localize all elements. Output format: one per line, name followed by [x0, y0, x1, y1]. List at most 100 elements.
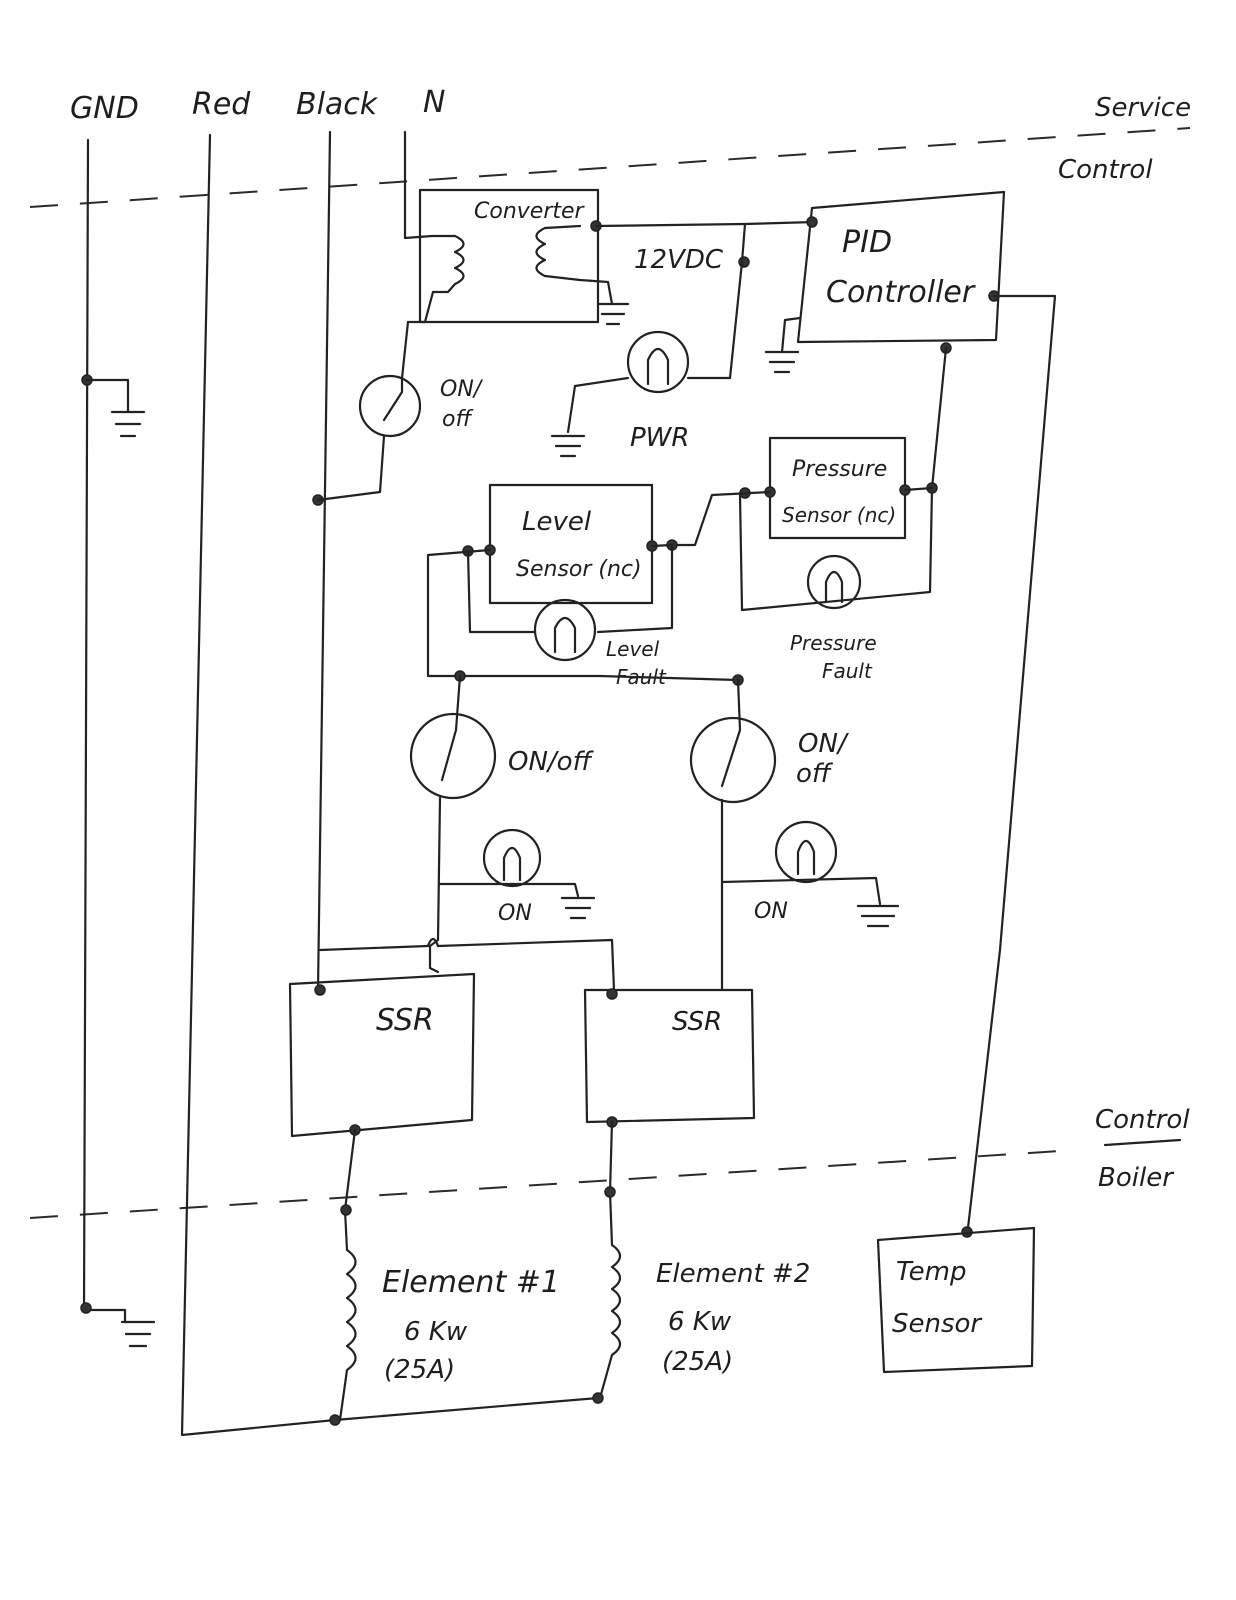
- pwr-lamp: [626, 330, 690, 394]
- converter-primary-coil: [430, 234, 465, 294]
- zone-control-bottom-label: Control: [1095, 1105, 1190, 1135]
- element1-on-lamp-filament: [502, 846, 522, 882]
- element1-bottom-terminal: [329, 1414, 341, 1426]
- neutral-wire: [403, 130, 434, 240]
- level-fault-lamp: [533, 598, 597, 662]
- element2-lamp-wire: [720, 876, 882, 906]
- element2-label-line3: (25A): [662, 1347, 733, 1377]
- converter-box: [418, 188, 600, 324]
- element1-on-lamp: [482, 828, 542, 888]
- level-fault-label-line1: Level: [606, 637, 660, 661]
- element1-label-line3: (25A): [384, 1355, 455, 1385]
- gnd-earth-lower: [120, 1320, 156, 1348]
- pwr-lamp-to-earth-wire: [566, 376, 630, 434]
- neutral-label: N: [423, 85, 445, 120]
- element2-label-line2: 6 Kw: [668, 1307, 732, 1337]
- gnd-junction-lower: [80, 1302, 92, 1314]
- pressure-to-level-wire: [670, 490, 772, 547]
- pid-output-wire: [738, 346, 948, 612]
- level-fault-bypass-wire: [466, 549, 537, 634]
- ssr1-box: [288, 972, 476, 1138]
- converter-secondary-earth: [596, 302, 630, 326]
- element2-label-line1: Element #2: [656, 1259, 810, 1289]
- level-sensor-label-line1: Level: [522, 507, 592, 537]
- element1-label-line2: 6 Kw: [404, 1317, 468, 1347]
- pressure-sensor-label-line1: Pressure: [792, 457, 887, 482]
- level-left-wire: [426, 548, 492, 678]
- element2-lamp-earth: [856, 904, 900, 928]
- pressure-fault-label-line2: Fault: [822, 659, 873, 683]
- zone-control-top-label: Control: [1058, 155, 1153, 185]
- wire-crossover-hop: [426, 937, 440, 948]
- dc-label: 12VDC: [634, 245, 724, 275]
- temp-sensor-box: [876, 1226, 1036, 1374]
- element2-on-lamp: [774, 820, 838, 884]
- red-wire: [180, 133, 600, 1437]
- zone-boiler-label: Boiler: [1098, 1163, 1175, 1193]
- element2-switch-label-on: ON/: [798, 729, 850, 759]
- main-power-switch[interactable]: [358, 374, 422, 438]
- dc-to-pwr-lamp-wire: [686, 222, 747, 380]
- pid-earth: [764, 316, 802, 374]
- zone-service-label: Service: [1095, 93, 1191, 123]
- element1-on-lamp-label: ON: [498, 901, 532, 926]
- black-label: Black: [296, 87, 379, 122]
- pressure-fault-filament: [824, 570, 844, 604]
- level-fault-filament: [553, 616, 577, 654]
- temp-sensor-label-line1: Temp: [896, 1257, 967, 1287]
- converter-secondary-coil: [535, 224, 614, 306]
- pid-power-terminal: [806, 216, 818, 228]
- main-switch-label-off: off: [442, 407, 473, 432]
- temp-sensor-label-line2: Sensor: [892, 1309, 983, 1339]
- element1-lamp-earth: [560, 896, 596, 920]
- ssr2-label: SSR: [672, 1007, 722, 1037]
- element2-switch-label-off: off: [796, 759, 834, 789]
- control-boiler-divider-tick: [1103, 1138, 1182, 1147]
- pressure-sensor-label-line2: Sensor (nc): [782, 503, 896, 527]
- ssr2-box: [583, 988, 756, 1124]
- pressure-fault-lamp: [806, 554, 862, 610]
- element2-on-lamp-filament: [796, 839, 816, 876]
- element2-switch-lever: [720, 678, 742, 992]
- element2-switch[interactable]: [689, 716, 777, 804]
- element1-label-line1: Element #1: [382, 1265, 560, 1300]
- main-switch-lever: [316, 376, 404, 502]
- level-sensor-box: [488, 483, 654, 605]
- dc-bus-wire: [594, 220, 817, 228]
- pwr-lamp-label: PWR: [630, 423, 689, 453]
- pressure-right-wire: [903, 486, 934, 492]
- converter-to-main-switch-wire: [400, 290, 435, 380]
- ssr2-input-terminal: [606, 988, 618, 1000]
- pid-label-line2: Controller: [826, 275, 976, 310]
- pressure-fault-label-line1: Pressure: [790, 631, 877, 655]
- ssr1-label: SSR: [376, 1003, 434, 1038]
- black-wire: [316, 130, 332, 992]
- element1-top-terminal: [340, 1204, 352, 1216]
- main-switch-label-on: ON/: [440, 377, 484, 402]
- gnd-label: GND: [70, 91, 139, 126]
- control-boiler-boundary: [29, 1149, 1076, 1219]
- level-sensor-label-line2: Sensor (nc): [516, 557, 642, 582]
- black-to-ssr2-wire: [318, 938, 616, 992]
- element1-wire: [338, 1128, 357, 1422]
- element1-switch[interactable]: [409, 712, 497, 800]
- black-junction-ssr1: [314, 984, 326, 996]
- pid-controller-box: [796, 190, 1006, 344]
- level-right-wire: [596, 543, 674, 634]
- converter-label: Converter: [474, 199, 586, 224]
- temp-sensor-wire: [966, 294, 1057, 1230]
- gnd-earth-upper: [85, 378, 146, 438]
- element1-switch-lever: [436, 674, 462, 942]
- pwr-lamp-filament: [646, 347, 670, 386]
- gnd-wire: [82, 138, 127, 1324]
- service-control-boundary: [29, 127, 1191, 208]
- red-label: Red: [192, 87, 251, 122]
- element1-switch-to-ssr-wire: [428, 938, 440, 974]
- element-switch-bus-wire: [458, 674, 740, 682]
- pid-label-line1: PID: [842, 225, 892, 260]
- pwr-lamp-earth: [550, 434, 586, 458]
- element1-switch-label: ON/off: [508, 747, 595, 777]
- element2-bottom-terminal: [592, 1392, 604, 1404]
- element2-top-terminal: [604, 1186, 616, 1198]
- element2-on-lamp-label: ON: [754, 899, 788, 924]
